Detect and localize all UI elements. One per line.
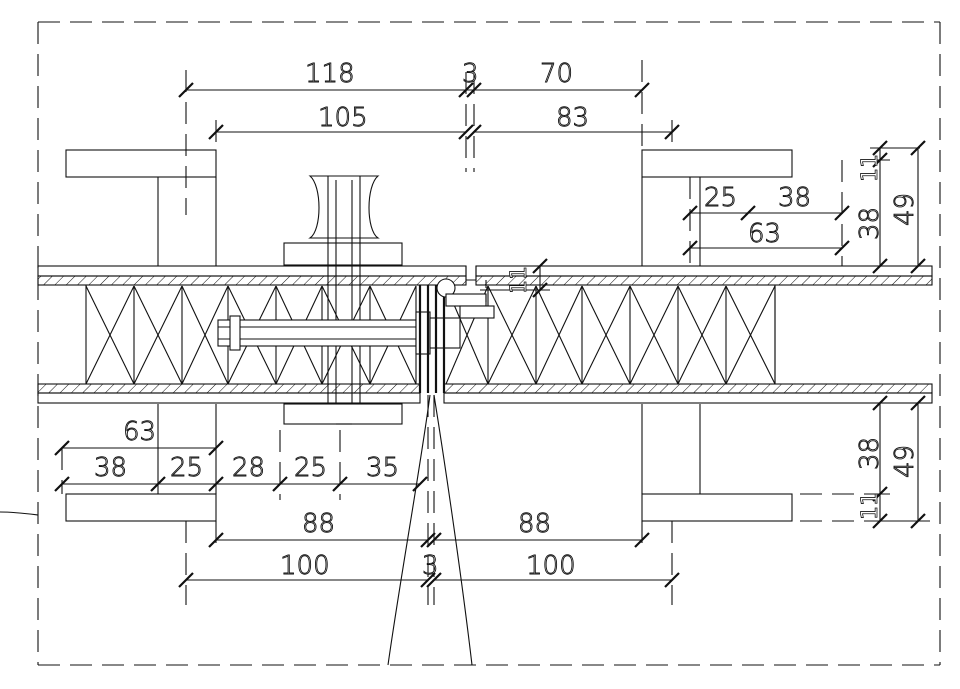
core-brace [629,285,679,385]
dimension-tick [458,124,474,140]
dim-38-right-upper: 38 [855,207,885,240]
dim-63-right: 63 [748,219,781,249]
dim-100-left: 100 [280,551,330,581]
bottom-plate [37,383,933,404]
dim-25-mid: 25 [294,453,327,483]
dim-25-right: 25 [704,183,737,213]
dim-63-left: 63 [123,417,156,447]
dimension-tick [834,205,850,221]
dimension-tick [740,205,756,221]
top-left-bracket [65,149,217,266]
dimension-tick [682,205,698,221]
dimension-tick [178,572,194,588]
extension-lines [61,60,890,605]
dim-88-right: 88 [518,509,551,539]
dimension-tick [54,440,70,456]
core-brace [581,285,631,385]
dim-83: 83 [556,103,589,133]
top-plate [37,265,933,286]
dim-28: 28 [232,453,265,483]
dimension-tick [178,82,194,98]
core-brace [85,285,135,385]
dim-100-right: 100 [526,551,576,581]
dim-88-left: 88 [302,509,335,539]
dimension-labels: 118 3 70 105 83 25 38 63 11 38 49 11 63 … [94,59,921,582]
dim-3-bottom: 3 [422,551,439,581]
dim-11-joint: 11 [507,266,532,294]
dimension-tick [420,572,436,588]
dimension-tick [682,240,698,256]
core-brace [133,285,183,385]
roller-assembly [283,175,403,425]
core-brace [725,285,776,385]
dim-3-top: 3 [462,59,479,89]
dim-38-right: 38 [778,183,811,213]
core-brace [535,285,583,385]
dimension-tick [208,440,224,456]
dimension-tick [664,124,680,140]
dim-35: 35 [366,453,399,483]
dim-70: 70 [540,59,573,89]
bottom-left-bracket [65,404,217,522]
top-right-bracket [641,149,793,266]
dimension-tick [208,532,224,548]
dimension-tick [634,82,650,98]
dimension-tick [150,476,166,492]
dim-25-left: 25 [170,453,203,483]
dimension-tick [910,140,926,156]
dimension-tick [420,532,436,548]
joint-detail [418,266,495,393]
dim-11-right-upper: 11 [858,154,883,182]
dimension-tick [54,476,70,492]
border-frame [0,21,941,666]
dim-118: 118 [305,59,355,89]
taper-lines [387,394,473,666]
dimension-tick [634,532,650,548]
dimension-lines [54,82,930,588]
core-brace [181,285,229,385]
dim-38-right-lower: 38 [855,437,885,470]
horizontal-bolt [217,311,461,355]
dim-38-left: 38 [94,453,127,483]
core-brace [677,285,727,385]
dim-11-right-lower: 11 [858,492,883,520]
dimension-tick [834,240,850,256]
dimension-tick [208,124,224,140]
dim-49-right-lower: 49 [890,445,920,478]
dimension-tick [664,572,680,588]
bottom-right-bracket [641,404,793,522]
dim-49-right-upper: 49 [890,193,920,226]
dim-105: 105 [318,103,368,133]
core-brace [487,285,537,385]
